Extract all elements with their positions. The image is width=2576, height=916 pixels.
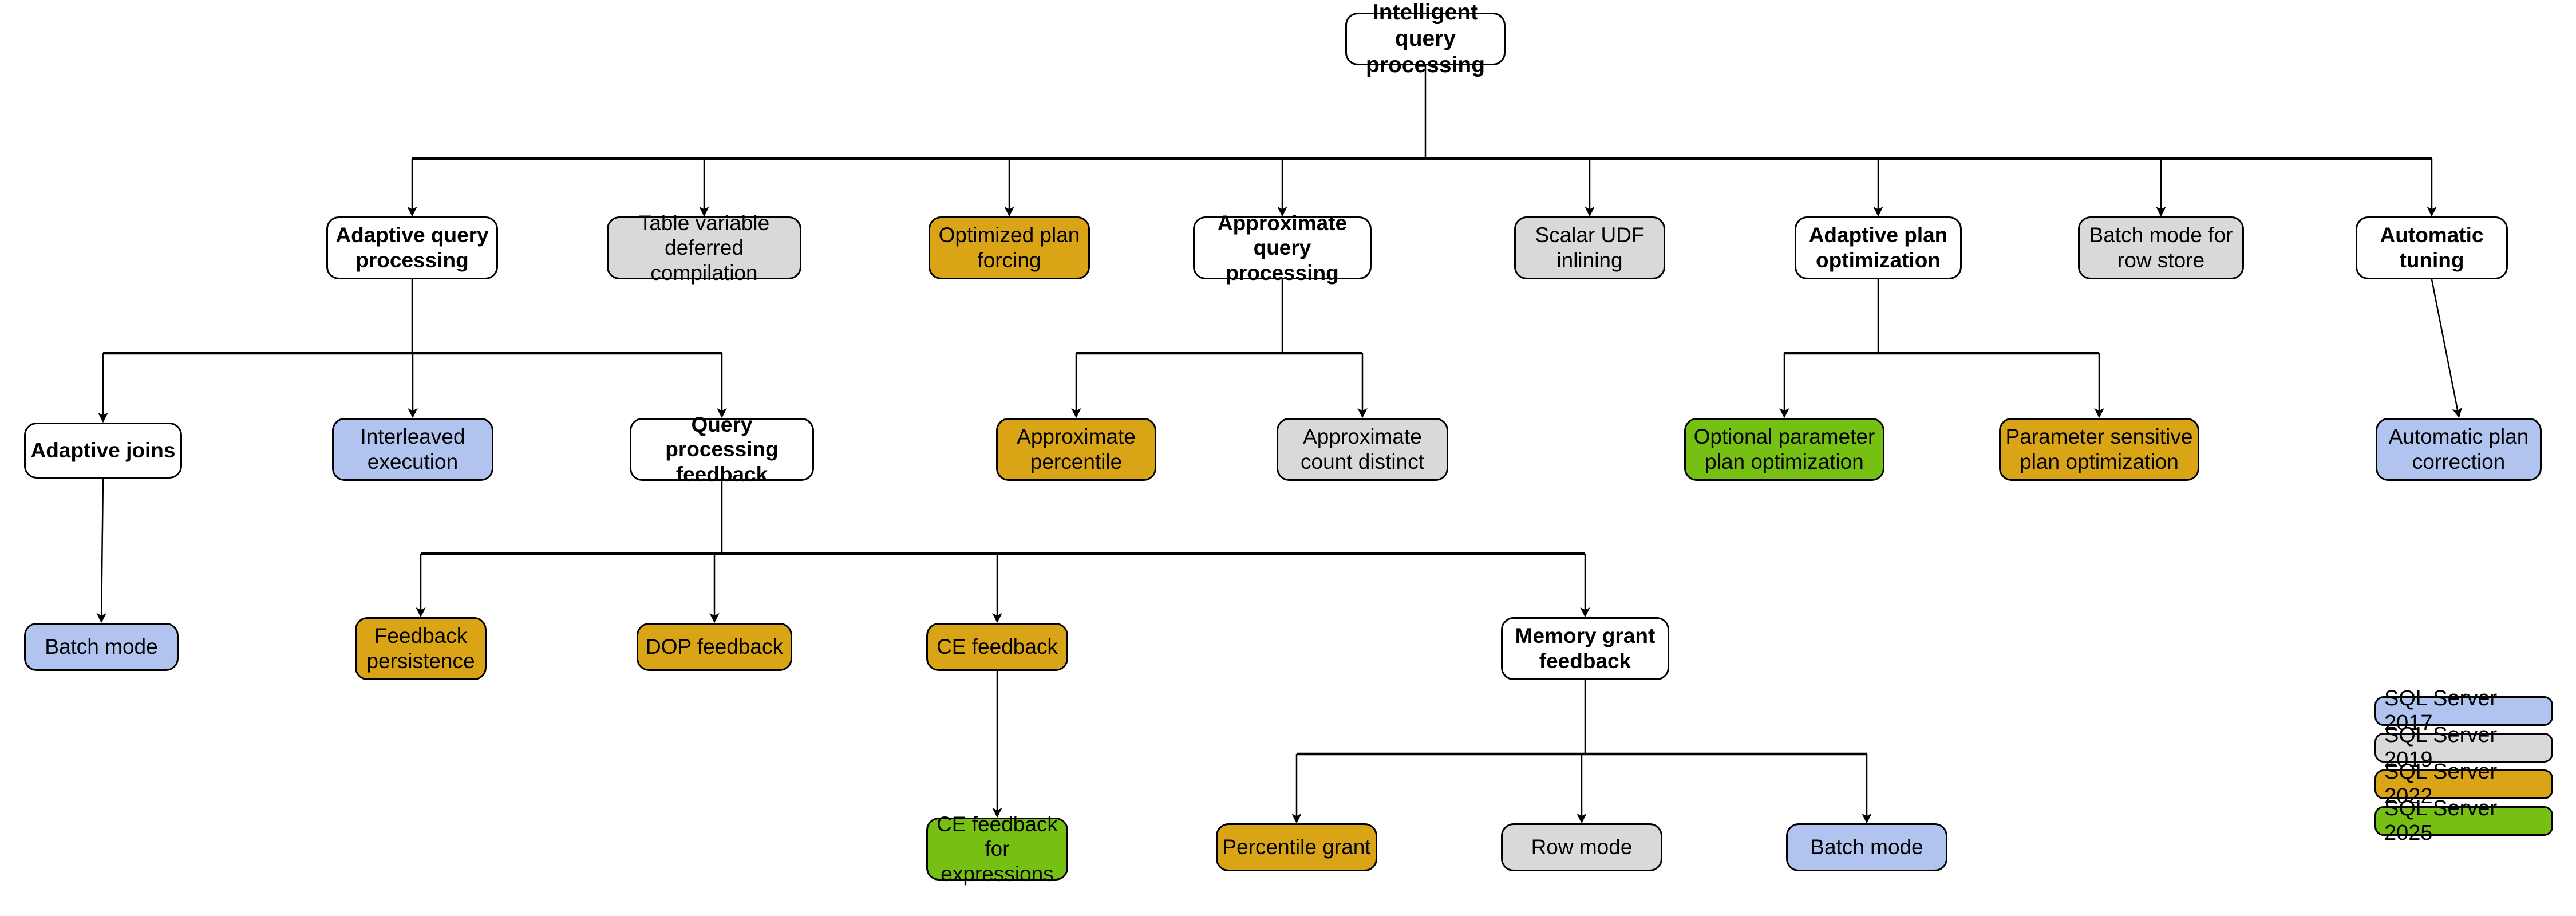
node-rm[interactable]: Row mode: [1501, 823, 1662, 871]
node-root[interactable]: Intelligent query processing: [1345, 0, 1506, 77]
legend-item-label: SQL Server 2025: [2384, 796, 2498, 845]
node-ie[interactable]: Interleaved execution: [332, 418, 493, 481]
node-dopf[interactable]: DOP feedback: [637, 623, 792, 671]
node-acd[interactable]: Approximate count distinct: [1277, 418, 1448, 481]
node-label: Query processing feedback: [665, 412, 779, 486]
node-label: Approximate count distinct: [1301, 425, 1424, 473]
node-label: Table variable deferred compilation: [638, 211, 770, 285]
legend-item-label: SQL Server 2017: [2384, 686, 2498, 735]
node-apc[interactable]: Automatic plan correction: [2376, 418, 2542, 481]
node-label: Automatic plan correction: [2388, 425, 2529, 473]
node-pspo[interactable]: Parameter sensitive plan optimization: [1999, 418, 2199, 481]
node-cefe[interactable]: CE feedback for expressions: [926, 812, 1068, 886]
node-label: Adaptive query processing: [335, 223, 489, 272]
node-label: Approximate percentile: [1017, 425, 1136, 473]
node-label: Scalar UDF inlining: [1535, 223, 1645, 272]
node-bm2[interactable]: Batch mode: [1786, 823, 1947, 871]
node-label: Optional parameter plan optimization: [1693, 425, 1875, 473]
node-label: Intelligent query processing: [1365, 0, 1485, 78]
node-label: Percentile grant: [1222, 835, 1371, 859]
node-ap[interactable]: Approximate percentile: [996, 418, 1156, 481]
node-label: Interleaved execution: [360, 425, 465, 473]
node-oppo[interactable]: Optional parameter plan optimization: [1684, 418, 1884, 481]
node-label: Optimized plan forcing: [938, 223, 1080, 272]
node-qpf[interactable]: Query processing feedback: [630, 413, 814, 486]
node-cef[interactable]: CE feedback: [926, 623, 1068, 671]
node-at[interactable]: Automatic tuning: [2356, 216, 2508, 279]
wire-at-to-apc: [2431, 279, 2463, 418]
node-pg[interactable]: Percentile grant: [1216, 823, 1377, 871]
node-opf[interactable]: Optimized plan forcing: [929, 216, 1090, 279]
node-label: DOP feedback: [646, 635, 783, 659]
node-bmrs[interactable]: Batch mode for row store: [2078, 216, 2244, 279]
legend-item-sql-server-2019[interactable]: SQL Server 2019: [2374, 723, 2553, 772]
node-aqp[interactable]: Adaptive query processing: [326, 216, 498, 279]
node-label: CE feedback for expressions: [937, 812, 1058, 886]
node-label: Row mode: [1531, 835, 1633, 859]
node-apo[interactable]: Adaptive plan optimization: [1795, 216, 1962, 279]
node-label: Adaptive plan optimization: [1808, 223, 1948, 272]
node-label: Feedback persistence: [366, 624, 475, 673]
node-label: Automatic tuning: [2380, 223, 2484, 272]
node-label: CE feedback: [937, 635, 1058, 659]
node-label: Approximate query processing: [1217, 211, 1348, 285]
node-label: Parameter sensitive plan optimization: [2005, 425, 2193, 473]
legend-item-sql-server-2022[interactable]: SQL Server 2022: [2374, 760, 2553, 808]
node-label: Memory grant feedback: [1515, 624, 1656, 673]
legend-item-label: SQL Server 2019: [2384, 723, 2498, 772]
node-label: Batch mode: [1810, 835, 1923, 859]
legend-item-sql-server-2025[interactable]: SQL Server 2025: [2374, 796, 2553, 845]
wire-aj-to-bm1: [96, 478, 106, 623]
node-aj[interactable]: Adaptive joins: [24, 423, 182, 479]
node-tvdc[interactable]: Table variable deferred compilation: [607, 211, 801, 285]
node-fp[interactable]: Feedback persistence: [355, 617, 487, 680]
node-apq[interactable]: Approximate query processing: [1193, 211, 1372, 285]
legend-item-label: SQL Server 2022: [2384, 760, 2498, 808]
node-label: Batch mode: [45, 635, 158, 659]
node-label: Adaptive joins: [30, 439, 176, 463]
node-mgf[interactable]: Memory grant feedback: [1501, 617, 1669, 680]
node-bm1[interactable]: Batch mode: [24, 623, 179, 671]
node-label: Batch mode for row store: [2089, 223, 2233, 272]
node-sudf[interactable]: Scalar UDF inlining: [1514, 216, 1665, 279]
legend-item-sql-server-2017[interactable]: SQL Server 2017: [2374, 686, 2553, 735]
